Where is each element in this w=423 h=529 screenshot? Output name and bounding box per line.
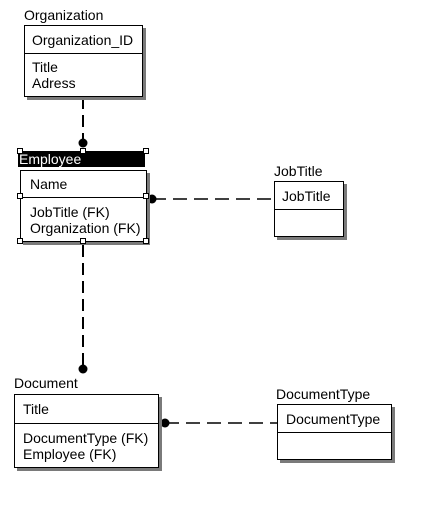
selection-handle[interactable] xyxy=(80,238,86,244)
entity-title-document: Document xyxy=(14,375,78,391)
selection-handle[interactable] xyxy=(143,193,149,199)
entity-title-documenttype: DocumentType xyxy=(276,386,371,402)
relationship-organization-employee[interactable] xyxy=(78,97,88,148)
attribute: Adress xyxy=(32,75,76,91)
key-attribute: Name xyxy=(30,176,68,192)
attribute: DocumentType (FK) xyxy=(23,430,149,446)
relationship-end-dot xyxy=(78,138,88,148)
entity-document[interactable]: Title DocumentType (FK) Employee (FK) xyxy=(14,394,159,468)
entity-title-jobtitle: JobTitle xyxy=(274,163,323,179)
attribute: Organization (FK) xyxy=(30,220,141,236)
relationship-end-dot xyxy=(160,418,170,428)
relationship-end-dot xyxy=(147,194,157,204)
entity-title-organization: Organization xyxy=(24,7,104,23)
key-section: JobTitle xyxy=(275,182,343,210)
relationship-employee-document[interactable] xyxy=(78,245,88,374)
relationship-end-dot xyxy=(78,364,88,374)
entity-documenttype[interactable]: DocumentType xyxy=(277,404,392,460)
relationship-jobtitle-employee[interactable] xyxy=(147,194,275,204)
key-section: Title xyxy=(15,395,158,424)
key-attribute: JobTitle xyxy=(282,188,331,204)
relationship-documenttype-document[interactable] xyxy=(160,418,278,428)
entity-title-employee: Employee xyxy=(18,151,145,167)
key-attribute: DocumentType xyxy=(286,411,381,427)
attribute-section: JobTitle (FK) Organization (FK) xyxy=(21,198,146,236)
key-section: Organization_ID xyxy=(25,26,142,54)
attribute-section: Title Adress xyxy=(25,54,142,91)
entity-jobtitle[interactable]: JobTitle xyxy=(274,181,344,237)
attribute-section: DocumentType (FK) Employee (FK) xyxy=(15,424,158,462)
selection-handle[interactable] xyxy=(17,238,23,244)
entity-employee[interactable]: Name JobTitle (FK) Organization (FK) xyxy=(20,170,147,242)
entity-organization[interactable]: Organization_ID Title Adress xyxy=(24,25,143,97)
selection-handle[interactable] xyxy=(143,148,149,154)
attribute: Title xyxy=(32,59,58,75)
key-section: DocumentType xyxy=(278,405,391,433)
selection-handle[interactable] xyxy=(80,148,86,154)
selection-handle[interactable] xyxy=(17,193,23,199)
attribute: JobTitle (FK) xyxy=(30,204,110,220)
attribute: Employee (FK) xyxy=(23,446,117,462)
key-attribute: Title xyxy=(23,401,49,417)
selection-handle[interactable] xyxy=(143,238,149,244)
key-attribute: Organization_ID xyxy=(32,32,134,48)
selection-handle[interactable] xyxy=(17,148,23,154)
key-section: Name xyxy=(21,171,146,198)
